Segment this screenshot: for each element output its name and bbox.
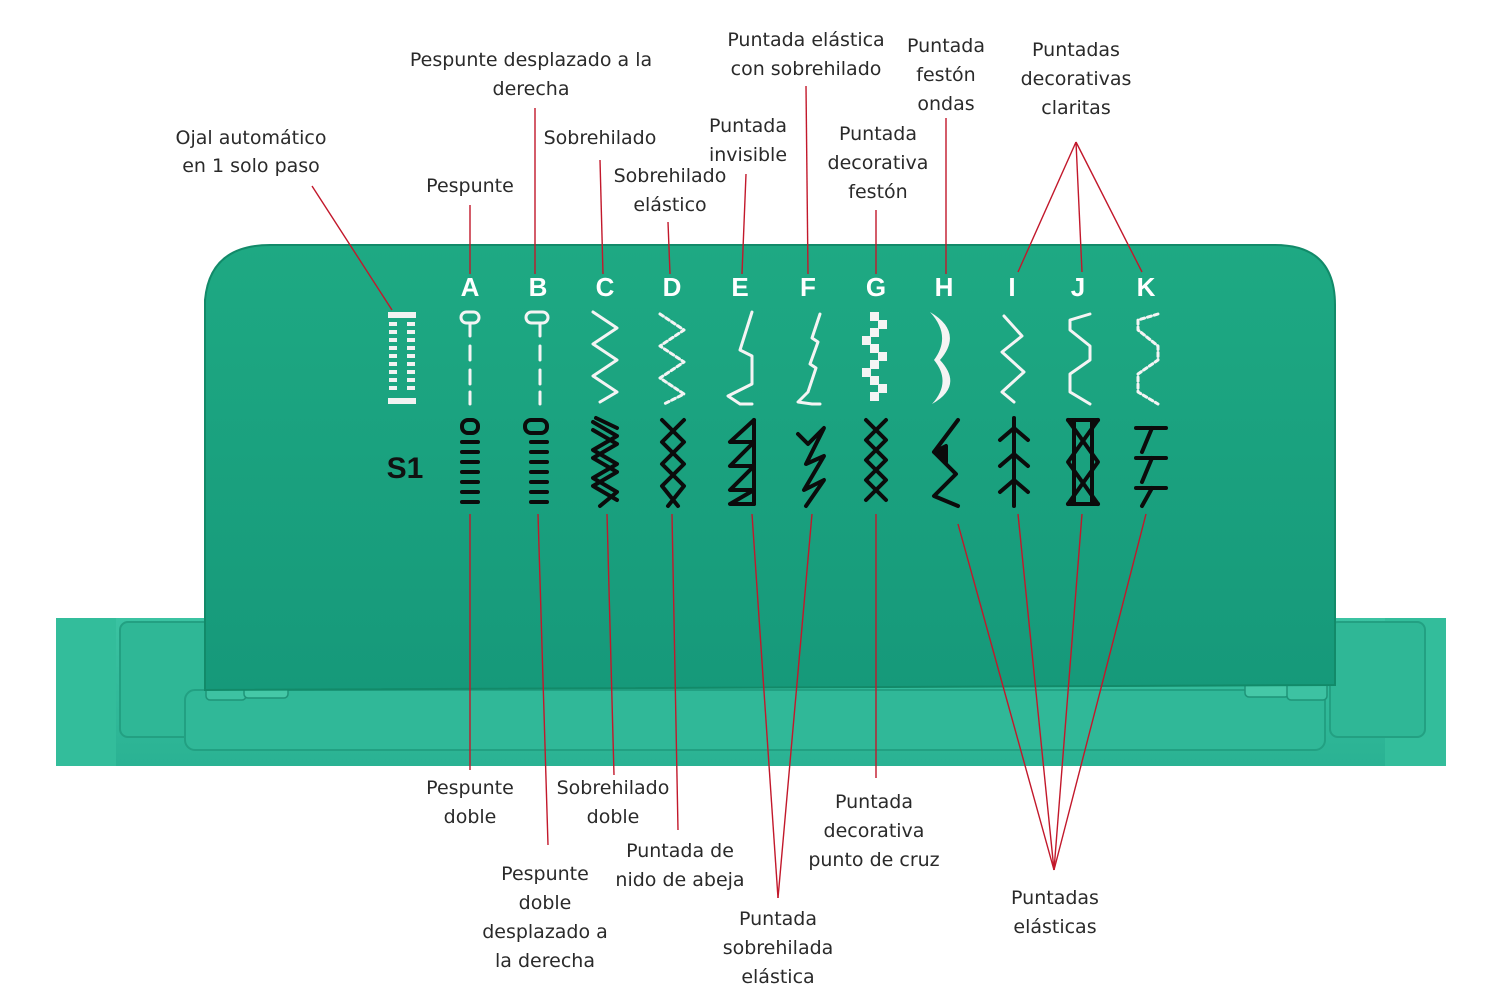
letter-k: K [1137,272,1156,302]
top-labels: Ojal automático en 1 solo paso Pespunte … [176,29,1132,216]
letter-f: F [800,272,816,302]
svg-text:Pespunte: Pespunte [426,175,514,197]
dotted-zigzag-stitch-icon [658,312,686,406]
dotted-square-stitch-icon [1136,312,1160,406]
bottom-labels: Pespunte doble Pespunte doble desplazado… [426,777,1099,988]
svg-text:Sobrehilado: Sobrehilado [544,127,657,149]
wave-stitch-icon [1000,314,1026,404]
svg-text:doble: doble [519,892,572,914]
stitch-icons-bottom [460,416,1168,508]
label-h-top: Puntada festón ondas [907,35,985,115]
letter-b: B [529,272,548,302]
svg-text:la derecha: la derecha [495,950,595,972]
label-f-top: Puntada elástica con sobrehilado [727,29,884,80]
column-letters: A B C D E F G H I J K [461,272,1156,302]
stitch-panel [204,244,1336,692]
scallop-square-stitch-icon [862,312,887,401]
square-wave-stitch-icon [1068,312,1092,406]
blind-stitch-icon [726,310,754,406]
svg-text:doble: doble [587,806,640,828]
triple-straight-stitch-icon [460,418,480,504]
svg-text:elástica: elástica [741,966,814,988]
svg-text:Puntadas: Puntadas [1011,887,1099,909]
svg-text:Puntada: Puntada [709,115,787,137]
svg-text:doble: doble [444,806,497,828]
svg-text:Puntada: Puntada [907,35,985,57]
svg-text:con sobrehilado: con sobrehilado [731,58,882,80]
overlock-elastic-stitch-icon [728,418,756,506]
label-ijk-top: Puntadas decorativas claritas [1021,39,1132,119]
label-hijk-bottom: Puntadas elásticas [1011,887,1099,938]
svg-text:Puntada: Puntada [739,908,817,930]
svg-text:decorativa: decorativa [824,820,925,842]
arrow-zigzag-stitch-icon [932,418,960,508]
letter-a: A [461,272,480,302]
svg-text:punto de cruz: punto de cruz [808,849,939,871]
label-d-top: Sobrehilado elástico [614,165,727,216]
label-d-bottom: Puntada de nido de abeja [615,840,744,891]
svg-text:sobrehilada: sobrehilada [723,937,834,959]
label-c-bottom: Sobrehilado doble [557,777,670,828]
letter-h: H [935,272,954,302]
triple-straight-right-stitch-icon [523,418,549,504]
label-c-top: Sobrehilado [544,127,657,149]
program-s1-label: S1 [387,452,424,485]
svg-text:Puntada: Puntada [835,791,913,813]
svg-text:Sobrehilado: Sobrehilado [614,165,727,187]
label-a-top: Pespunte [426,175,514,197]
svg-text:decorativas: decorativas [1021,68,1132,90]
svg-text:Pespunte: Pespunte [426,777,514,799]
label-a-bottom: Pespunte doble [426,777,514,828]
letter-i: I [1008,272,1015,302]
svg-text:Puntada de: Puntada de [626,840,734,862]
straight-stitch-right-icon [524,310,550,406]
svg-text:nido de abeja: nido de abeja [615,869,744,891]
buttonhole-icon [388,312,416,404]
svg-text:festón: festón [916,64,975,86]
double-cross-stitch-icon [1066,418,1100,506]
svg-text:elástico: elástico [633,194,706,216]
svg-text:Puntadas: Puntadas [1032,39,1120,61]
triple-zigzag-stitch-icon [591,416,619,508]
overlock-elastic-2-stitch-icon [796,426,826,508]
label-g-top: Puntada decorativa festón [828,123,929,203]
svg-text:Ojal automático: Ojal automático [176,127,327,149]
letter-c: C [596,272,615,302]
letter-e: E [731,272,748,302]
stitch-icons-top [459,310,1160,406]
svg-text:Pespunte: Pespunte [501,863,589,885]
svg-text:decorativa: decorativa [828,152,929,174]
label-b-bottom: Pespunte doble desplazado a la derecha [482,863,608,972]
feather-stitch-icon [998,416,1030,508]
cross-stitch-icon [864,418,888,502]
t-stitch-icon [1134,426,1168,508]
svg-text:Pespunte desplazado a la: Pespunte desplazado a la [410,49,652,71]
label-buttonhole: Ojal automático en 1 solo paso [176,127,327,177]
elastic-overcast-stitch-icon [796,312,822,406]
honeycomb-stitch-icon [660,418,686,508]
svg-text:Puntada: Puntada [839,123,917,145]
svg-text:festón: festón [848,181,907,203]
label-b-top: Pespunte desplazado a la derecha [410,49,652,100]
letter-d: D [663,272,682,302]
svg-text:Sobrehilado: Sobrehilado [557,777,670,799]
svg-text:en 1 solo paso: en 1 solo paso [182,155,320,177]
svg-text:Puntada elástica: Puntada elástica [727,29,884,51]
svg-text:derecha: derecha [493,78,570,100]
svg-text:claritas: claritas [1041,97,1110,119]
leader-lines [311,85,1147,899]
svg-text:elásticas: elásticas [1013,916,1096,938]
label-ef-bottom: Puntada sobrehilada elástica [723,908,834,988]
svg-text:invisible: invisible [709,144,787,166]
label-g-bottom: Puntada decorativa punto de cruz [808,791,939,871]
letter-j: J [1071,272,1085,302]
svg-text:ondas: ondas [917,93,974,115]
straight-stitch-icon [459,310,481,406]
letter-g: G [866,272,886,302]
svg-text:desplazado a: desplazado a [482,921,608,943]
crescent-stitch-icon [930,312,951,404]
label-e-top: Puntada invisible [709,115,787,166]
zigzag-stitch-icon [591,310,619,404]
